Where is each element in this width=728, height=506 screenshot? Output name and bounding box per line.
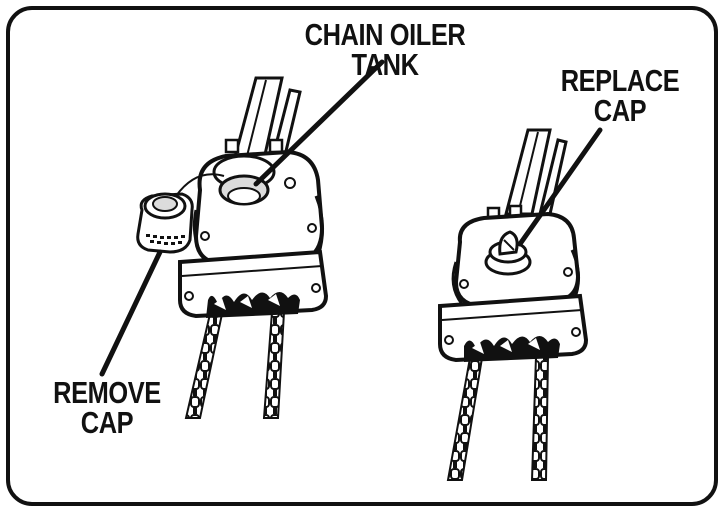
leader-lines (99, 59, 603, 377)
right-pole (504, 128, 568, 216)
removed-cap (136, 173, 225, 254)
left-oiler-assembly (136, 76, 329, 419)
installed-cap (484, 230, 532, 276)
replace-cap-label: REPLACE CAP (554, 63, 685, 128)
right-oiler-assembly (438, 128, 589, 481)
right-chain (446, 355, 550, 481)
replace-cap-line-2: CAP (593, 93, 647, 128)
left-bolts (224, 138, 284, 154)
chain-oiler-tank-text: CHAIN OILER TANK (304, 17, 466, 82)
remove-cap-line-1: REMOVE (53, 375, 161, 410)
chain-oiler-tank-label: CHAIN OILER TANK (274, 17, 495, 82)
left-lower-body (178, 249, 329, 319)
left-chain (184, 311, 286, 419)
chainsaw-illustration (99, 59, 603, 481)
replace-cap-line-1: REPLACE (560, 63, 680, 98)
right-lower-body (438, 293, 589, 363)
diagram-frame (6, 6, 718, 506)
oiler-tank-opening (212, 154, 276, 206)
remove-cap-label: REMOVE CAP (37, 375, 176, 440)
remove-cap-line-2: CAP (80, 405, 134, 440)
tank-leader-line (253, 59, 385, 187)
remove-leader-line (99, 249, 163, 377)
replace-leader-line (517, 127, 603, 247)
